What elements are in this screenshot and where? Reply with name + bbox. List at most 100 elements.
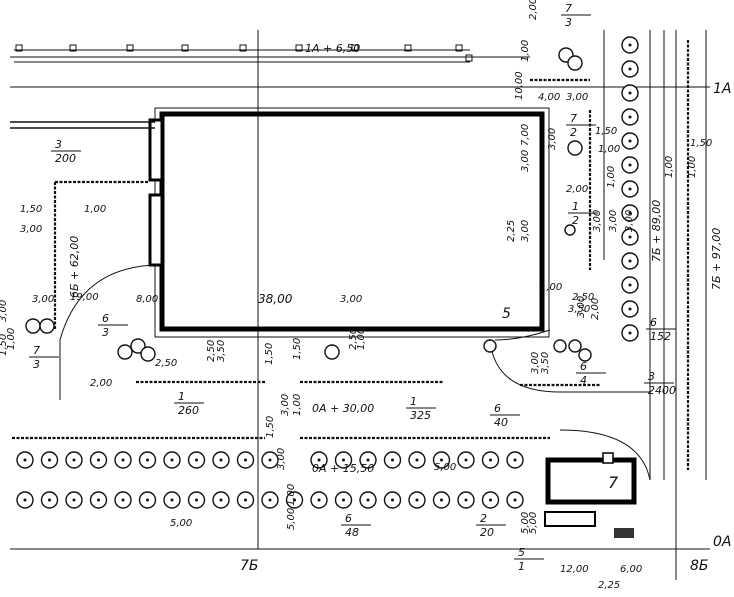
tree bbox=[16, 491, 34, 509]
tree bbox=[89, 451, 108, 469]
hedges bbox=[12, 40, 690, 470]
building-corner-mark: 5 bbox=[502, 306, 511, 322]
callout-c-7-3-top: 73 bbox=[561, 2, 591, 29]
tree bbox=[481, 491, 500, 509]
callout-c-6-48: 648 bbox=[341, 512, 371, 539]
callout-c-2-20: 220 bbox=[476, 512, 506, 539]
callout-top: 2 bbox=[480, 512, 487, 525]
callout-top: 3 bbox=[648, 370, 655, 383]
callout-bottom: 260 bbox=[178, 404, 199, 417]
tree bbox=[138, 491, 157, 509]
dimension-label: 7,00 bbox=[520, 124, 531, 146]
callout-top: 5 bbox=[518, 546, 525, 559]
axis-0a-label: 0A bbox=[713, 534, 731, 550]
axis-1a-label: 1A bbox=[713, 81, 731, 97]
tree bbox=[236, 491, 255, 509]
dimension-label: 1,00 bbox=[598, 144, 620, 155]
tree bbox=[65, 491, 83, 509]
tree bbox=[310, 451, 328, 469]
dimension-label: 2,50 bbox=[155, 358, 177, 369]
dimension-label: 3,00 bbox=[20, 224, 42, 235]
dimension-label: 1,50 bbox=[264, 343, 275, 365]
dimension-label: 3,00 bbox=[576, 296, 587, 318]
tree bbox=[187, 451, 206, 469]
dimension-label: 3,00 bbox=[592, 210, 603, 232]
axis-8b-label: 8Б bbox=[690, 558, 709, 574]
tree bbox=[310, 491, 328, 509]
tree bbox=[432, 451, 451, 469]
dimension-label: 3,00 bbox=[520, 220, 531, 242]
dimension-label: 4,00 bbox=[538, 92, 560, 103]
tree bbox=[457, 451, 475, 469]
callout-bottom: 200 bbox=[55, 152, 76, 165]
tree bbox=[621, 276, 639, 294]
callout-bottom: 48 bbox=[345, 526, 359, 539]
tree bbox=[16, 451, 34, 469]
grid-1a-650: 1A + 6,50 bbox=[305, 42, 360, 55]
callout-top: 6 bbox=[345, 512, 352, 525]
dimension-label: 10,00 bbox=[514, 71, 525, 100]
top-fence-line bbox=[14, 44, 473, 63]
tree bbox=[621, 252, 639, 270]
axis-7b-label: 7Б bbox=[240, 558, 259, 574]
tree bbox=[359, 491, 377, 509]
dimension-label: 2,50 bbox=[206, 340, 217, 362]
callout-c-6-40: 640 bbox=[490, 402, 520, 429]
dimension-label: 5,00 bbox=[286, 508, 297, 530]
tree bbox=[621, 132, 639, 150]
left-walkway bbox=[10, 121, 551, 400]
callout-top: 6 bbox=[102, 312, 109, 325]
tree bbox=[163, 491, 181, 509]
tree bbox=[408, 491, 426, 509]
dimension-label: 1,00 bbox=[292, 394, 303, 416]
tree bbox=[89, 491, 108, 509]
dimension-label: 1,00 bbox=[540, 282, 562, 293]
callout-c-6-3: 63 bbox=[98, 312, 128, 339]
tree bbox=[212, 451, 230, 469]
tree bbox=[138, 451, 157, 469]
dimension-label: 1,50 bbox=[292, 338, 303, 360]
callout-bottom: 2400 bbox=[648, 384, 676, 397]
callout-top: 6 bbox=[494, 402, 501, 415]
tree bbox=[334, 451, 353, 469]
callout-bottom: 152 bbox=[650, 330, 671, 343]
callout-top: 7 bbox=[33, 344, 40, 357]
tree bbox=[432, 491, 451, 509]
dimension-label: 3,00 bbox=[530, 352, 541, 374]
callouts: 3200126013256406486152324002207363737212… bbox=[29, 2, 676, 573]
main-building bbox=[148, 107, 550, 338]
tree bbox=[506, 451, 524, 469]
callout-bottom: 3 bbox=[33, 358, 40, 371]
dimension-label: 1,00 bbox=[687, 156, 698, 178]
tree bbox=[334, 491, 353, 509]
tree bbox=[621, 156, 639, 174]
tree bbox=[359, 451, 377, 469]
tree bbox=[114, 451, 132, 469]
callout-top: 1 bbox=[410, 395, 417, 408]
tree bbox=[212, 491, 230, 509]
callout-c-5-1: 51 bbox=[514, 546, 544, 573]
grid-6b-62: 6Б + 62,00 bbox=[68, 236, 81, 298]
callout-bottom: 2 bbox=[572, 214, 579, 227]
dimension-label: 1,00 bbox=[520, 40, 531, 62]
dimension-label: 1,50 bbox=[595, 126, 617, 137]
grid-7b-97: 7Б + 97,00 bbox=[710, 228, 723, 290]
callout-c-7-2: 72 bbox=[566, 112, 596, 139]
grid-0a-15: 0A + 15,50 bbox=[312, 462, 374, 475]
dimension-label: 3,00 bbox=[32, 294, 54, 305]
callout-top: 1 bbox=[572, 200, 579, 213]
tree bbox=[457, 491, 475, 509]
callout-bottom: 1 bbox=[518, 560, 525, 573]
grid-7b-89: 7Б + 89,00 bbox=[650, 200, 663, 262]
tree bbox=[621, 60, 639, 78]
dimension-label: 3,00 bbox=[276, 448, 287, 470]
dimension-label: 3,00 bbox=[340, 294, 362, 305]
tree bbox=[408, 451, 426, 469]
dimension-label: 5,00 bbox=[520, 512, 531, 534]
tree-row-lower bbox=[16, 491, 524, 509]
